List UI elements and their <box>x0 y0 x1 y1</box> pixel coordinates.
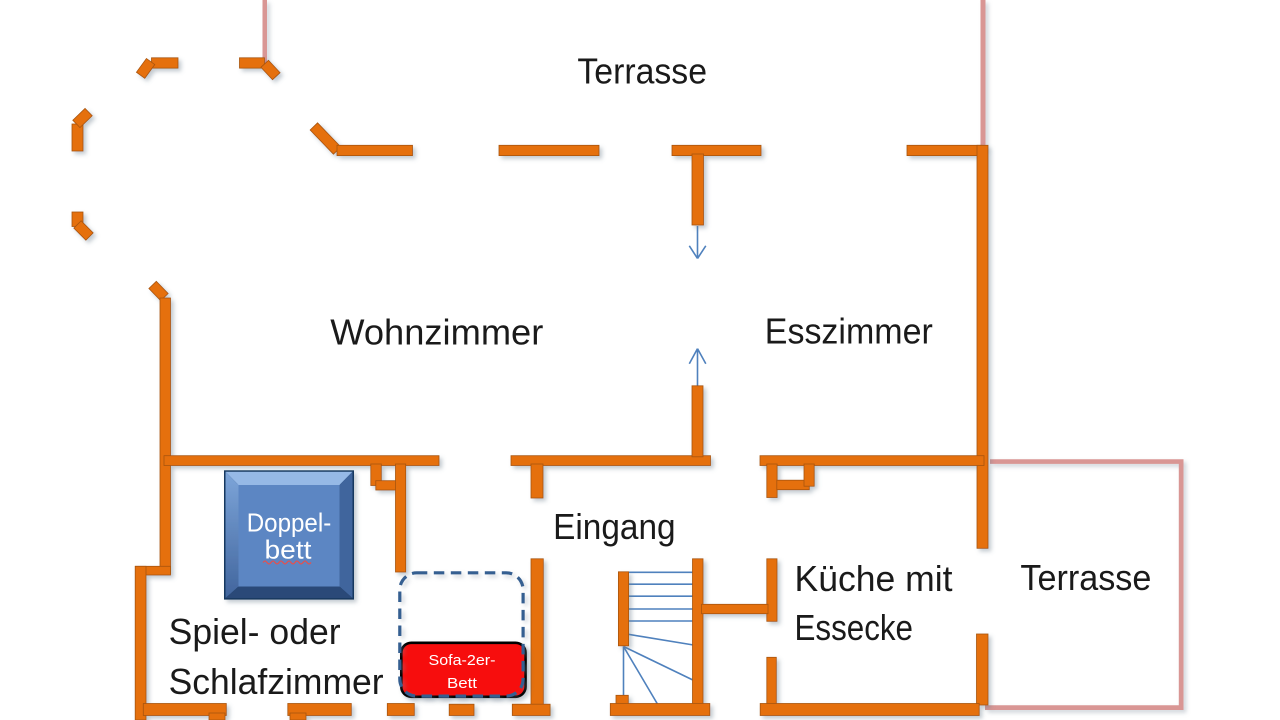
svg-text:Terrasse: Terrasse <box>1020 557 1151 598</box>
svg-text:Wohnzimmer: Wohnzimmer <box>330 311 543 352</box>
svg-text:Doppel-: Doppel- <box>247 508 332 538</box>
svg-text:Esszimmer: Esszimmer <box>765 311 933 352</box>
svg-text:Spiel- oder: Spiel- oder <box>169 611 341 652</box>
svg-text:Bett: Bett <box>447 676 477 692</box>
svg-text:Sofa-2er-: Sofa-2er- <box>429 653 496 669</box>
svg-text:Essecke: Essecke <box>795 607 914 648</box>
svg-text:bett: bett <box>265 535 313 565</box>
svg-text:Schlafzimmer: Schlafzimmer <box>169 661 384 702</box>
svg-text:Terrasse: Terrasse <box>577 51 707 92</box>
svg-text:Eingang: Eingang <box>553 506 676 547</box>
svg-text:Küche mit: Küche mit <box>795 558 953 599</box>
